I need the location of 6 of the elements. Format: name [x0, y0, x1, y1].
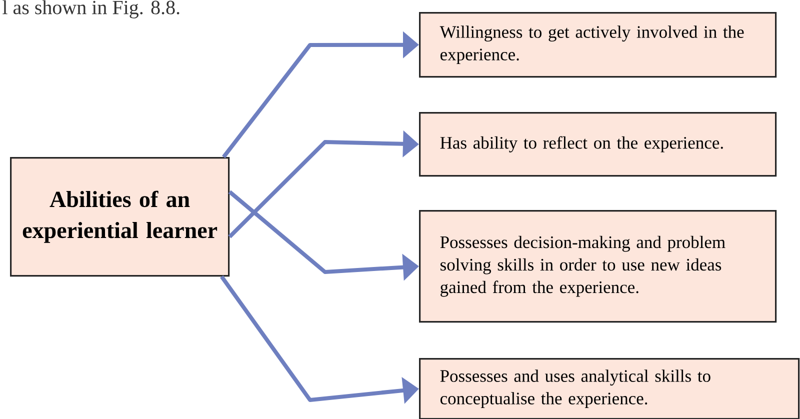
caption-text: l as shown in Fig. 8.8. — [2, 0, 180, 18]
topic-box: Abilities of an experiential learner — [10, 156, 230, 277]
text-box: Willingness to get actively involved in the experience. — [419, 12, 777, 78]
text-box: Possesses decision-making and problem solving skills in order to use new ideas gained from the experience. — [419, 210, 777, 323]
text-box: Has ability to reflect on the experience. — [419, 112, 777, 177]
text-box: Possesses and uses analytical skills to conceptualise the experience. — [419, 358, 800, 419]
